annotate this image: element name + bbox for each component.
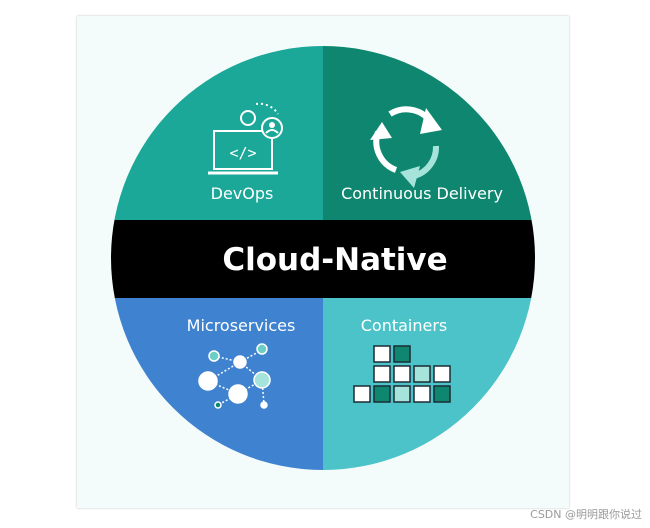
containers-label: Containers: [361, 316, 448, 335]
laptop-code-icon: </>: [208, 102, 283, 175]
svg-text:</>: </>: [229, 144, 256, 162]
csdn-watermark: CSDN @明明跟你说过: [530, 508, 642, 521]
center-band: [111, 220, 535, 298]
container-blocks-icon: [353, 345, 451, 403]
network-nodes-icon: [198, 343, 271, 409]
microservices-label: Microservices: [187, 316, 296, 335]
devops-label: DevOps: [211, 184, 274, 203]
center-label: Cloud-Native: [222, 242, 447, 278]
continuous-delivery-label: Continuous Delivery: [341, 184, 503, 203]
cycle-arrows-icon: [370, 106, 442, 188]
